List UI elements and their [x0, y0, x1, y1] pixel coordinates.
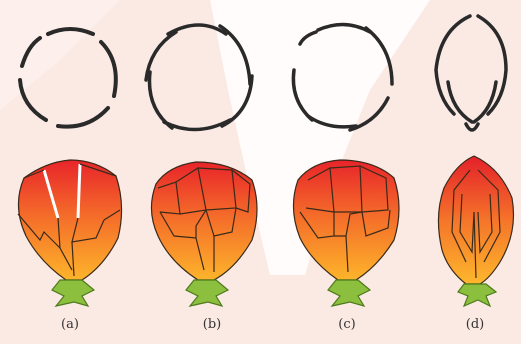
bud-valvate: [18, 160, 122, 306]
diagram-vexillary: [436, 16, 506, 130]
background-highlight-soft: [0, 0, 120, 110]
bud-vexillary: [438, 156, 513, 306]
panel-label-d: (d): [445, 317, 505, 332]
bud-imbricate: [293, 160, 399, 306]
bud-twisted: [151, 162, 257, 306]
panel-label-a: (a): [40, 317, 100, 332]
panel-label-b: (b): [182, 317, 242, 332]
panel-label-c: (c): [317, 317, 377, 332]
